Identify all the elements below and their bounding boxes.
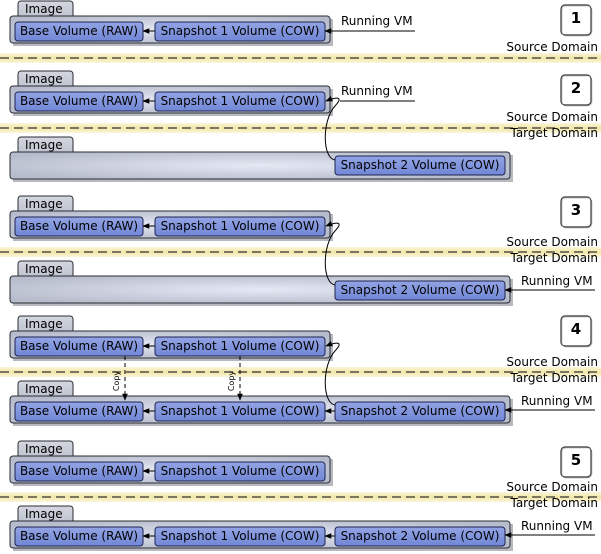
step2-snapshot2-volume-label: Snapshot 2 Volume (COW) bbox=[340, 158, 500, 172]
step4-running-vm: Running VM bbox=[521, 394, 593, 408]
step3-number bbox=[560, 196, 592, 228]
step4-arrow-snap2-snap1 bbox=[324, 341, 340, 406]
step4-base-volume-label: Base Volume (RAW) bbox=[19, 339, 139, 353]
image-label: Image bbox=[25, 262, 63, 276]
step5-number bbox=[560, 446, 592, 478]
step1-source-domain: Source Domain bbox=[506, 40, 598, 54]
step2-source-domain: Source Domain bbox=[506, 110, 598, 124]
image-label: Image bbox=[25, 2, 63, 16]
step2-running-vm: Running VM bbox=[341, 84, 413, 98]
image-label: Image bbox=[25, 197, 63, 211]
step2-snapshot1-volume-label: Snapshot 1 Volume (COW) bbox=[160, 94, 320, 108]
step5-base-volume-label: Base Volume (RAW) bbox=[19, 464, 139, 478]
step1-running-vm: Running VM bbox=[341, 14, 413, 28]
step5-target-base-volume-label: Base Volume (RAW) bbox=[19, 529, 139, 543]
step5-target-snapshot1-volume-label: Snapshot 1 Volume (COW) bbox=[160, 529, 320, 543]
step5-source-domain: Source Domain bbox=[506, 480, 598, 494]
step4-snapshot1-volume-label: Snapshot 1 Volume (COW) bbox=[160, 339, 320, 353]
step5-running-vm: Running VM bbox=[521, 519, 593, 533]
step2-base-volume-label: Base Volume (RAW) bbox=[19, 94, 139, 108]
step1-number-label: 1 bbox=[570, 9, 582, 27]
step5-snapshot1-volume-label: Snapshot 1 Volume (COW) bbox=[160, 464, 320, 478]
step5-number-label: 5 bbox=[570, 451, 582, 469]
step4-target-base-volume-label: Base Volume (RAW) bbox=[19, 404, 139, 418]
step2-arrow-snap2-snap1 bbox=[324, 96, 340, 161]
step4-snapshot2-volume-label: Snapshot 2 Volume (COW) bbox=[340, 404, 500, 418]
step5-target-domain: Target Domain bbox=[510, 496, 598, 510]
step4-copy-label-snap1: Copy bbox=[227, 370, 237, 392]
step2-snapshot2-volume bbox=[334, 155, 506, 176]
step3-number-shadow bbox=[561, 197, 593, 229]
step2-target-domain: Target Domain bbox=[510, 126, 598, 140]
step4-number bbox=[560, 315, 592, 347]
step3-base-volume-label: Base Volume (RAW) bbox=[19, 219, 139, 233]
image-label: Image bbox=[25, 138, 63, 152]
step3-number-label: 3 bbox=[570, 201, 582, 219]
step3-target-domain: Target Domain bbox=[510, 251, 598, 265]
step3-arrow-snap2-snap1 bbox=[324, 221, 340, 286]
step4-source-domain: Source Domain bbox=[506, 355, 598, 369]
step4-copy-label-base: Copy bbox=[112, 370, 122, 392]
image-label: Image bbox=[25, 72, 63, 86]
image-label: Image bbox=[25, 317, 63, 331]
image-label: Image bbox=[25, 442, 63, 456]
step1-number bbox=[560, 4, 592, 36]
image-label: Image bbox=[25, 507, 63, 521]
step4-number-label: 4 bbox=[570, 320, 582, 338]
step4-number-shadow bbox=[561, 316, 593, 348]
step5-snapshot2-volume-label: Snapshot 2 Volume (COW) bbox=[340, 529, 500, 543]
step1-snapshot1-volume-label: Snapshot 1 Volume (COW) bbox=[160, 24, 320, 38]
step2-number bbox=[560, 74, 592, 106]
step2-number-shadow bbox=[561, 75, 593, 107]
step5-number-shadow bbox=[561, 447, 593, 479]
step4-target-snapshot1-volume-label: Snapshot 1 Volume (COW) bbox=[160, 404, 320, 418]
step3-source-domain: Source Domain bbox=[506, 235, 598, 249]
step3-snapshot1-volume-label: Snapshot 1 Volume (COW) bbox=[160, 219, 320, 233]
step4-target-domain: Target Domain bbox=[510, 371, 598, 385]
step2-number-label: 2 bbox=[570, 79, 582, 97]
step3-snapshot2-volume-label: Snapshot 2 Volume (COW) bbox=[340, 283, 500, 297]
image-label: Image bbox=[25, 382, 63, 396]
step3-running-vm: Running VM bbox=[521, 274, 593, 288]
step1-base-volume-label: Base Volume (RAW) bbox=[19, 24, 139, 38]
step1-number-shadow bbox=[561, 5, 593, 37]
